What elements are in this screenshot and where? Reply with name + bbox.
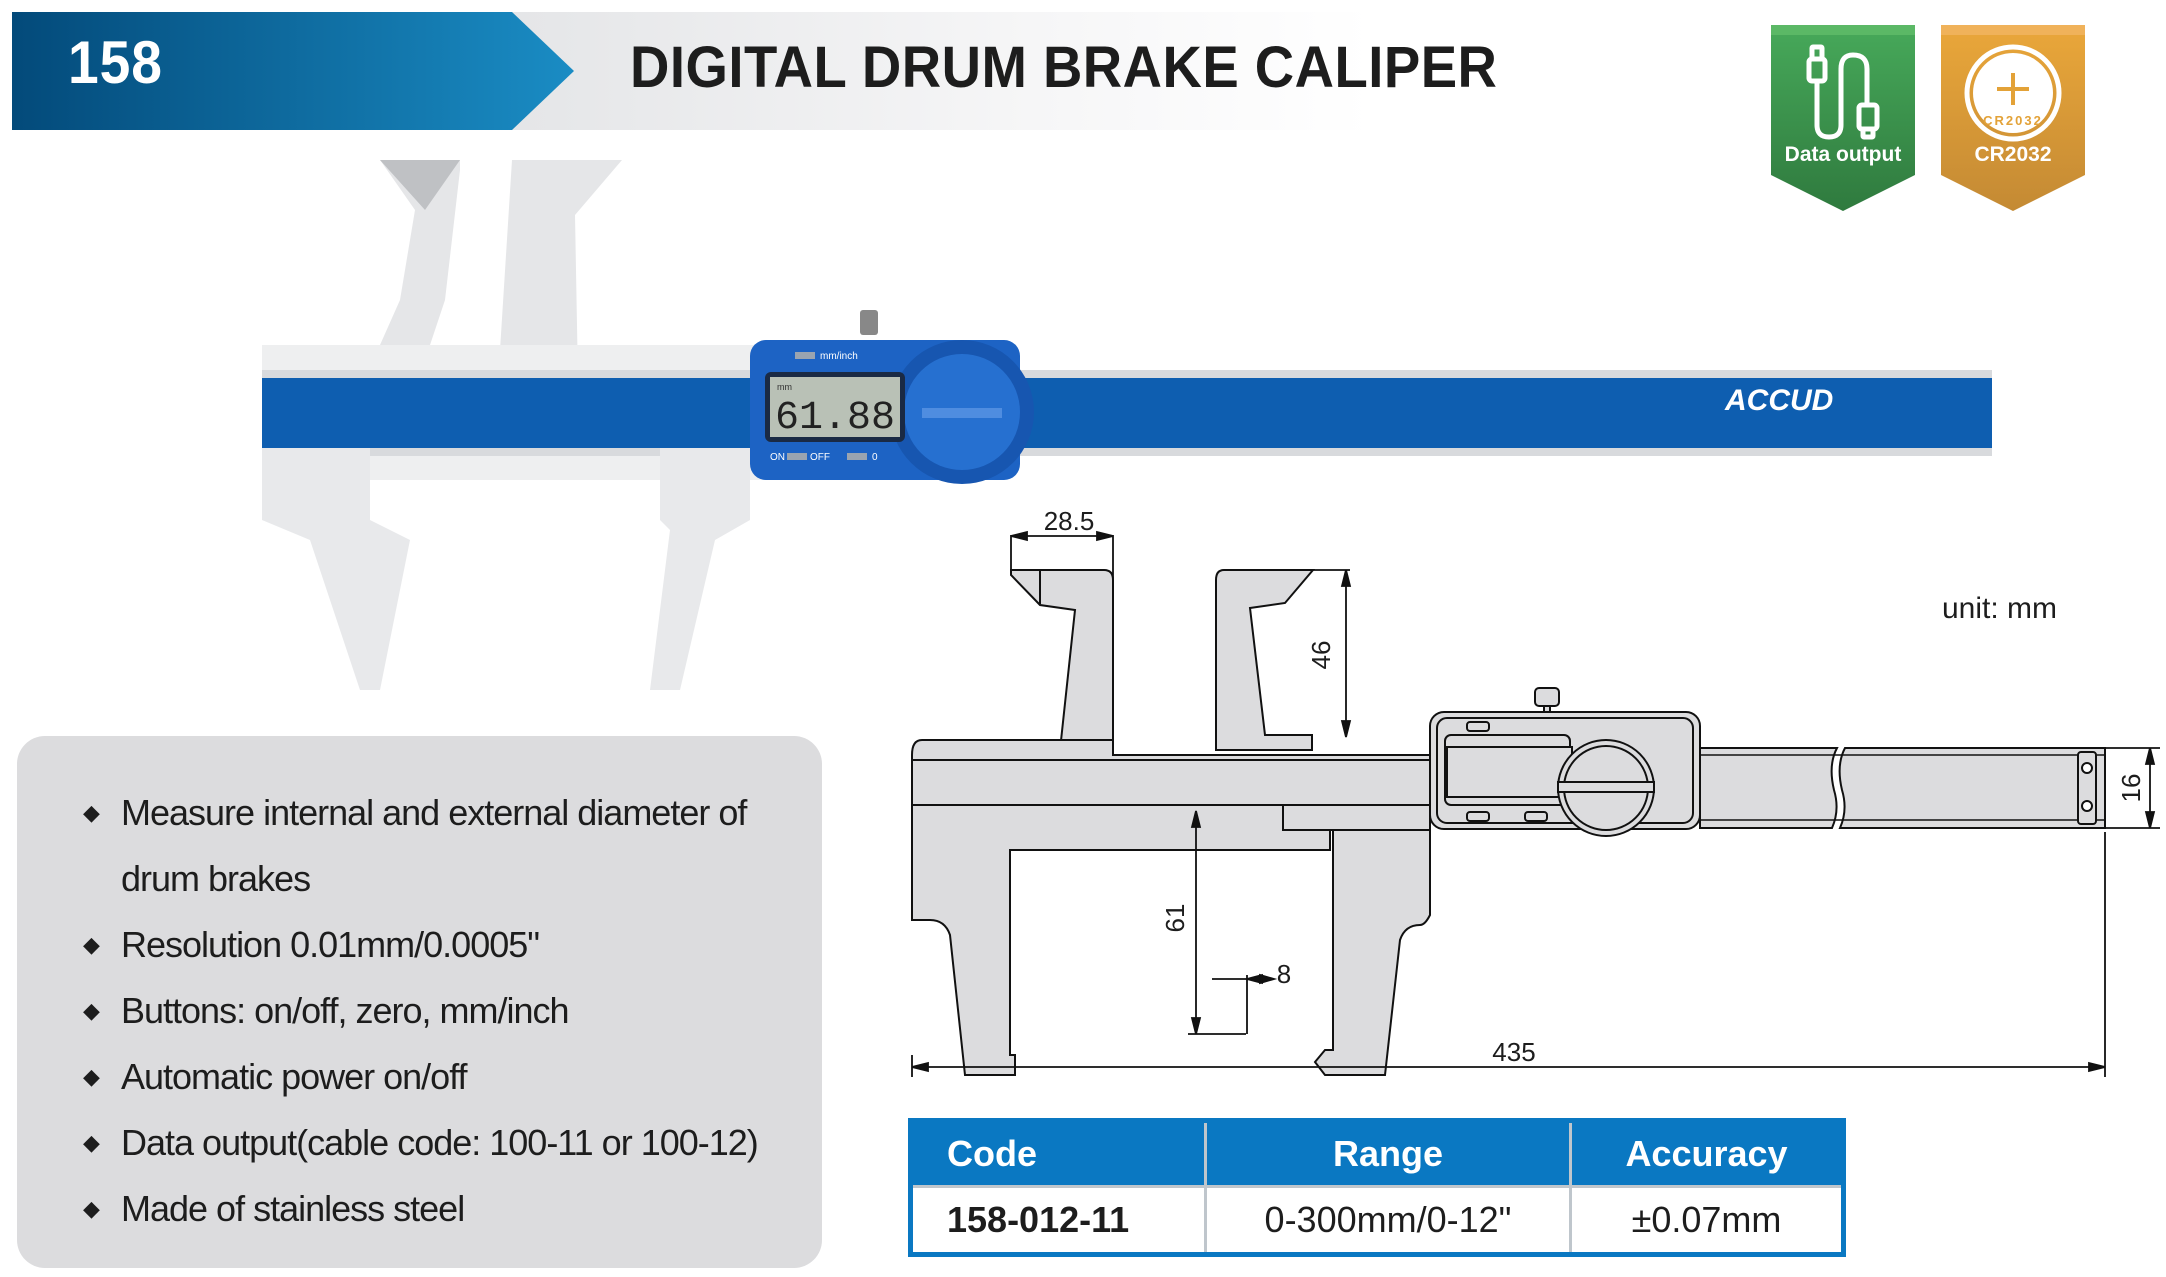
svg-text:mm: mm (777, 382, 792, 392)
cell-range: 0-300mm/0-12" (1205, 1185, 1572, 1255)
lcd-reading: 61.88 (775, 396, 895, 441)
data-output-label: Data output (1784, 143, 1902, 166)
section-number: 158 (68, 29, 163, 96)
diamond-bullet-icon: ◆ (83, 1064, 100, 1089)
cell-code: 158-012-11 (910, 1185, 1207, 1255)
feature-item: ◆Resolution 0.01mm/0.0005" (63, 912, 803, 978)
dim-upper-jaw-depth: 46 (1306, 641, 1336, 670)
svg-text:ON: ON (770, 452, 785, 463)
diamond-bullet-icon: ◆ (83, 932, 100, 957)
digital-readout-unit: mm 61.88 mm/inch ON OFF 0 (750, 310, 1034, 484)
cell-accuracy: ±0.07mm (1570, 1185, 1844, 1255)
features-panel: ◆Measure internal and external diameter … (17, 736, 822, 1268)
coin-battery-icon: CR2032 (1964, 44, 2062, 142)
battery-badge: CR2032 CR2032 (1941, 25, 2085, 211)
col-header-accuracy: Accuracy (1570, 1120, 1844, 1187)
col-header-code: Code (910, 1120, 1207, 1187)
feature-item: ◆Made of stainless steel (63, 1176, 803, 1242)
lower-fixed-jaw (262, 448, 410, 690)
diamond-bullet-icon: ◆ (83, 998, 100, 1023)
feature-item: ◆Data output(cable code: 100-11 or 100-1… (63, 1110, 803, 1176)
spec-table-header: Code Range Accuracy (910, 1120, 1844, 1187)
header-number-arrow (12, 12, 574, 130)
svg-text:CR2032: CR2032 (1983, 113, 2043, 128)
data-output-badge: Data output (1771, 25, 1915, 211)
dim-lower-jaw-depth: 61 (1160, 904, 1190, 933)
dim-overall-length: 435 (1492, 1037, 1535, 1067)
spec-table: Code Range Accuracy 158-012-11 0-300mm/0… (908, 1118, 1846, 1257)
dim-beam-height: 16 (2116, 774, 2146, 803)
svg-text:OFF: OFF (810, 452, 830, 463)
feature-item: ◆Buttons: on/off, zero, mm/inch (63, 978, 803, 1044)
upper-fixed-jaw (380, 160, 460, 345)
lower-sliding-jaw (650, 448, 750, 690)
table-row: 158-012-11 0-300mm/0-12" ±0.07mm (910, 1185, 1844, 1255)
product-photo: ACCUD mm 61.88 mm/inch ON OFF 0 (262, 160, 1992, 690)
feature-item: ◆Automatic power on/off (63, 1044, 803, 1110)
diamond-bullet-icon: ◆ (83, 1196, 100, 1221)
main-scale (262, 378, 1992, 448)
svg-text:mm/inch: mm/inch (820, 351, 858, 362)
upper-sliding-jaw (500, 160, 622, 380)
dim-upper-jaw-width: 28.5 (1044, 506, 1095, 536)
page-title: DIGITAL DRUM BRAKE CALIPER (630, 35, 1498, 100)
features-list: ◆Measure internal and external diameter … (63, 780, 803, 1242)
usb-cable-icon (1806, 44, 1880, 140)
brand-logo: ACCUD (1724, 384, 1833, 417)
col-header-range: Range (1205, 1120, 1572, 1187)
feature-item: ◆Measure internal and external diameter … (63, 780, 803, 912)
diamond-bullet-icon: ◆ (83, 800, 100, 825)
diamond-bullet-icon: ◆ (83, 1130, 100, 1155)
svg-text:0: 0 (872, 452, 878, 463)
unit-label: unit: mm (1942, 592, 2058, 625)
dim-lower-tip-width: 8 (1277, 959, 1291, 989)
battery-label: CR2032 (1974, 143, 2052, 166)
